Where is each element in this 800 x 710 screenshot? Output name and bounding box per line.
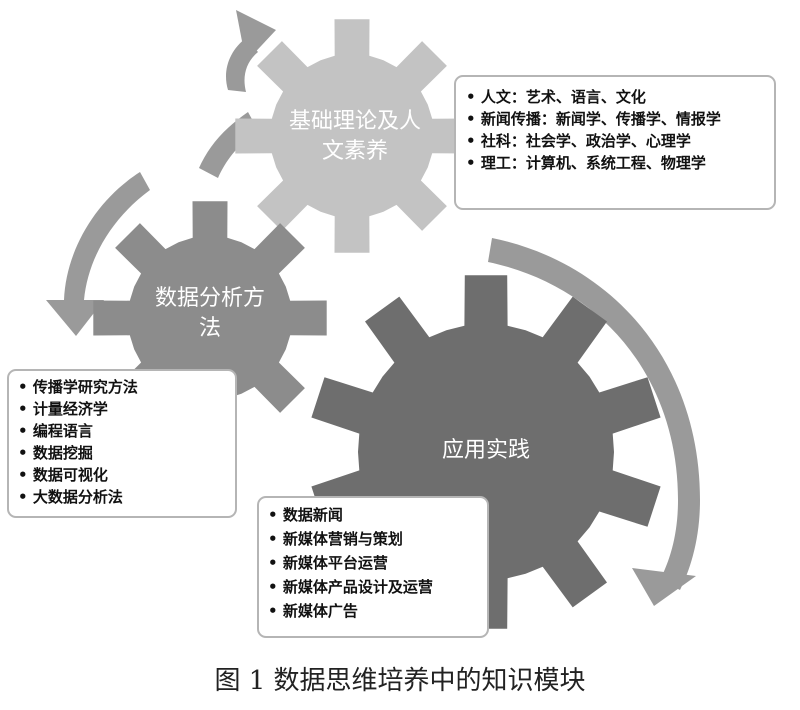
- method-item: • 数据可视化: [18, 466, 108, 484]
- arrow-head-left-icon: [46, 300, 104, 336]
- method-box-frame: [7, 369, 237, 518]
- arrow-head-right-icon: [632, 568, 696, 606]
- arrow-theory-to-method: [64, 172, 150, 300]
- practice-item: • 数据新闻: [268, 506, 343, 524]
- method-items-box: • 传播学研究方法 • 计量经济学 • 编程语言 • 数据挖掘 • 数据可视化 …: [7, 369, 237, 518]
- practice-item: • 新媒体平台运营: [268, 554, 388, 572]
- method-item: • 计量经济学: [18, 400, 108, 418]
- theory-item: • 理工：计算机、系统工程、物理学: [466, 154, 706, 172]
- theory-item: • 新闻传播：新闻学、传播学、情报学: [466, 110, 721, 128]
- practice-item: • 新媒体产品设计及运营: [268, 578, 433, 596]
- method-item: • 数据挖掘: [18, 444, 93, 462]
- gear-theory: [235, 19, 469, 253]
- cycle-arrows: [46, 10, 700, 606]
- method-item: • 传播学研究方法: [18, 378, 138, 396]
- gear-method-label-line1: 数据分析方: [155, 286, 265, 311]
- arrow-shaft-top: [226, 38, 258, 92]
- arrow-practice-cycle: [488, 238, 700, 590]
- gear-method-label-line2: 法: [199, 316, 221, 341]
- practice-item: • 新媒体广告: [268, 602, 358, 620]
- practice-box-frame: [257, 496, 489, 638]
- method-item: • 大数据分析法: [18, 488, 123, 506]
- practice-item: • 新媒体营销与策划: [268, 530, 403, 548]
- practice-items-box: • 数据新闻 • 新媒体营销与策划 • 新媒体平台运营 • 新媒体产品设计及运营…: [257, 496, 489, 638]
- theory-item: • 社科：社会学、政治学、心理学: [466, 132, 691, 150]
- gear-practice-label: 应用实践: [442, 438, 530, 463]
- gear-theory-shape: [235, 19, 469, 253]
- theory-box-frame: [454, 75, 776, 210]
- gear-theory-label-line2: 文素养: [322, 139, 388, 164]
- figure-caption: 图 1 数据思维培养中的知识模块: [214, 666, 585, 696]
- gear-theory-label-line1: 基础理论及人: [289, 109, 421, 134]
- theory-item: • 人文：艺术、语言、文化: [466, 88, 646, 106]
- method-item: • 编程语言: [18, 422, 93, 440]
- theory-items-box: • 人文：艺术、语言、文化 • 新闻传播：新闻学、传播学、情报学 • 社科：社会…: [454, 75, 776, 210]
